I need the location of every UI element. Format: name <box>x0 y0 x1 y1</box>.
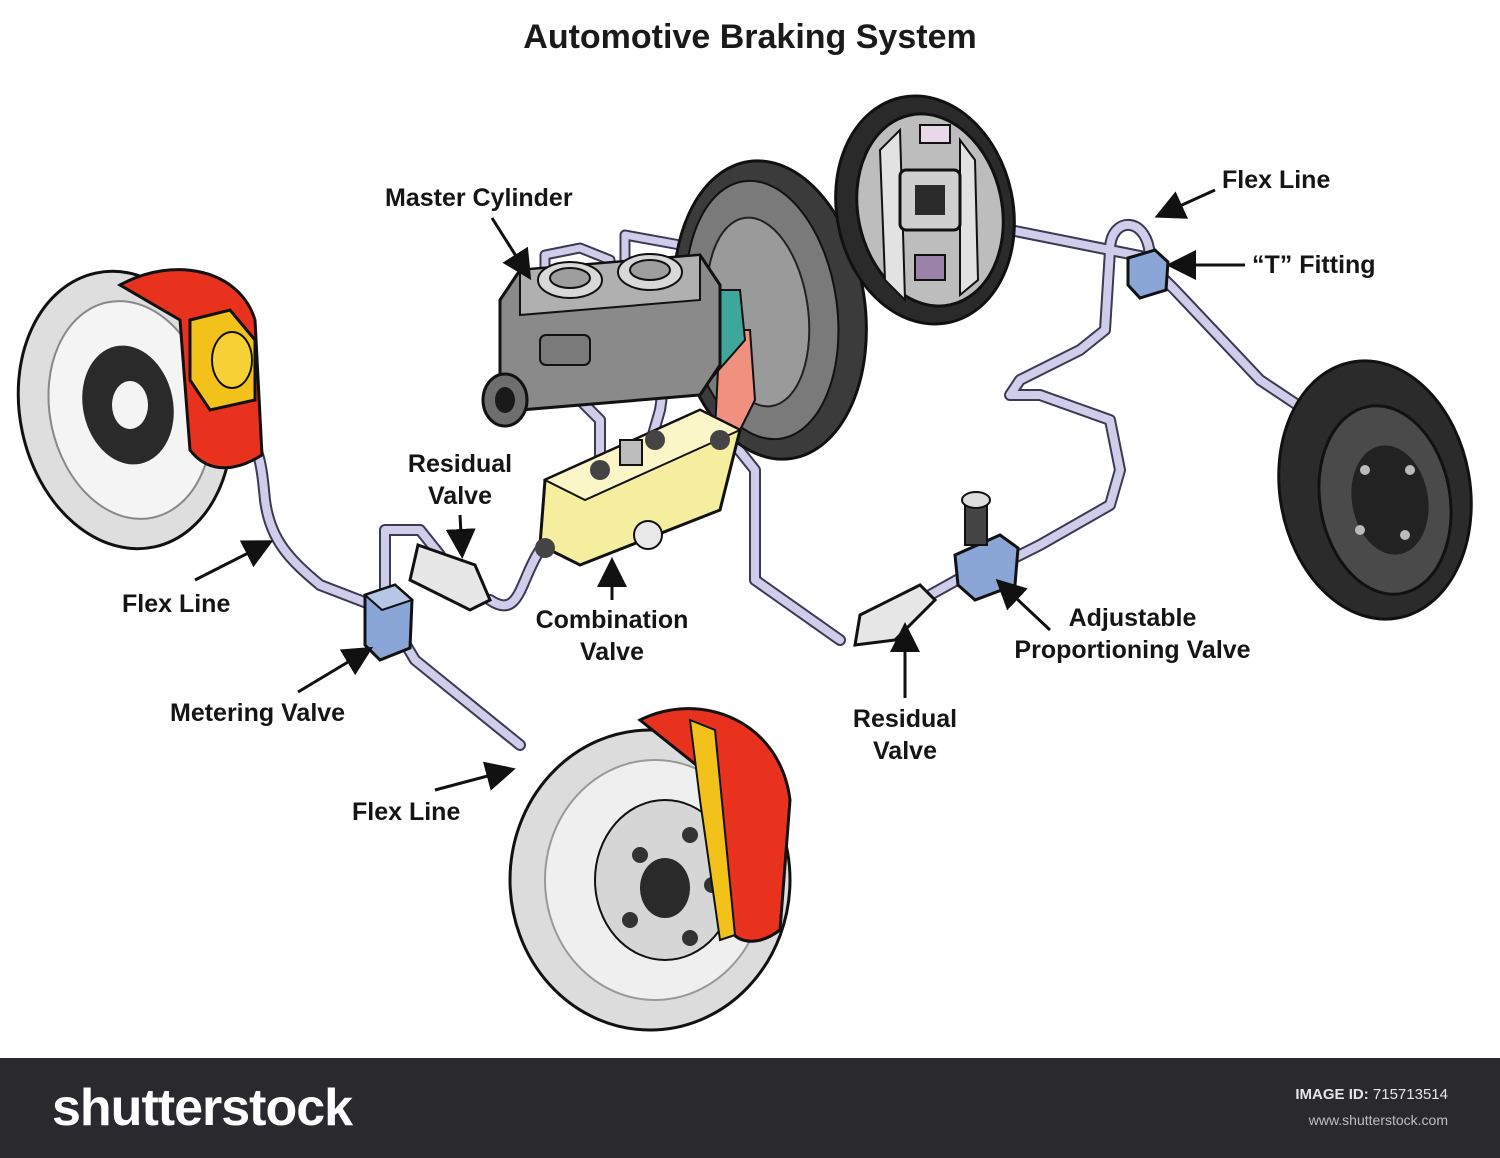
footer-bar: shutterstock IMAGE ID: 715713514 www.shu… <box>0 1058 1500 1158</box>
label-residual-valve-left: Residual Valve <box>395 448 525 512</box>
leader-arrows <box>194 188 1245 792</box>
diagram-stage: Automotive Braking System Master Cylinde… <box>16 18 1473 1032</box>
label-residual-valve-left-line2: Valve <box>428 482 492 510</box>
label-residual-valve-left-line1: Residual <box>407 450 513 478</box>
disc-brake-front-right <box>508 707 792 1032</box>
master-cylinder <box>481 253 722 428</box>
label-residual-valve-right-line1: Residual <box>852 705 958 733</box>
label-master-cylinder: Master Cylinder <box>385 184 573 212</box>
arrow-metering-valve <box>297 646 374 694</box>
label-flex-line-left: Flex Line <box>122 590 231 618</box>
arrow-flex-line-top-right <box>1154 188 1216 219</box>
site-url: www.shutterstock.com <box>1308 1112 1448 1128</box>
metering-valve <box>363 583 414 662</box>
label-residual-valve-right: Residual Valve <box>840 703 970 767</box>
arrow-flex-line-left <box>194 540 274 582</box>
residual-valve-right <box>853 583 938 647</box>
label-proportioning-valve-line1: Adjustable <box>1068 604 1197 632</box>
label-residual-valve-right-line2: Valve <box>873 737 937 765</box>
residual-valve-left <box>408 543 492 612</box>
arrow-residual-valve-left <box>445 514 476 559</box>
label-combination-valve: Combination Valve <box>522 604 702 668</box>
t-fitting <box>1126 248 1170 300</box>
adjustable-proportioning-valve <box>953 491 1020 602</box>
label-metering-valve: Metering Valve <box>170 699 346 727</box>
arrow-proportioning-valve <box>995 578 1052 632</box>
label-combination-valve-line1: Combination <box>535 606 689 634</box>
combination-valve <box>535 408 743 567</box>
arrow-flex-line-bottom <box>434 761 516 792</box>
label-combination-valve-line2: Valve <box>580 638 644 666</box>
disc-brake-front-left <box>16 268 264 551</box>
label-flex-line-top-right: Flex Line <box>1222 166 1331 194</box>
label-proportioning-valve-line2: Proportioning Valve <box>1014 636 1251 664</box>
drum-brake-rear-right <box>1277 359 1473 621</box>
label-t-fitting: “T” Fitting <box>1252 251 1376 279</box>
drum-brake-rear-left <box>834 94 1016 326</box>
arrow-master-cylinder <box>490 217 532 281</box>
image-id: IMAGE ID: 715713514 <box>1295 1086 1448 1103</box>
label-flex-line-bottom: Flex Line <box>352 798 461 826</box>
label-adjustable-proportioning-valve: Adjustable Proportioning Valve <box>995 602 1270 666</box>
brand-logo: shutterstock <box>52 1079 353 1137</box>
braking-system-diagram <box>16 94 1473 1032</box>
image-id-label: IMAGE ID: <box>1295 1086 1369 1103</box>
diagram-title: Automotive Braking System <box>523 18 977 56</box>
image-id-value: 715713514 <box>1372 1086 1448 1103</box>
